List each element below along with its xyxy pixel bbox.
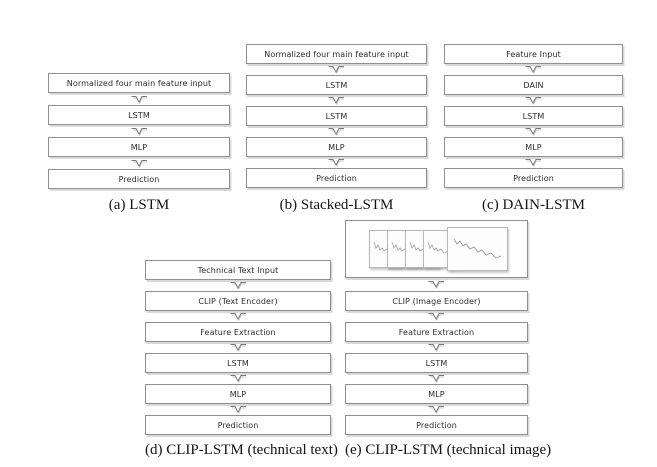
box-label: Feature Extraction	[200, 327, 276, 337]
down-arrow-icon	[48, 157, 230, 169]
down-arrow-icon	[48, 125, 230, 137]
box-a-prediction: Prediction	[48, 169, 230, 189]
down-arrow-icon	[444, 64, 623, 75]
box-label: MLP	[130, 142, 148, 152]
box-c-mlp: MLP	[444, 137, 623, 157]
box-label: Technical Text Input	[197, 265, 279, 275]
box-label: LSTM	[325, 80, 348, 90]
down-arrow-icon	[345, 278, 528, 291]
box-label: LSTM	[227, 358, 249, 368]
down-arrow-icon	[444, 126, 623, 137]
down-arrow-icon	[48, 93, 230, 105]
box-b-prediction: Prediction	[246, 168, 427, 188]
box-label: Normalized four main feature input	[264, 49, 409, 59]
box-label: MLP	[229, 389, 247, 399]
box-c-lstm: LSTM	[444, 106, 623, 126]
box-label: Prediction	[316, 173, 357, 183]
box-label: LSTM	[325, 111, 348, 121]
box-a-mlp: MLP	[48, 137, 230, 157]
box-c-prediction: Prediction	[444, 168, 623, 188]
caption-e: (e) CLIP-LSTM (technical image)	[345, 442, 552, 458]
down-arrow-icon	[345, 373, 528, 384]
chart-thumbnail	[447, 227, 508, 271]
down-arrow-icon	[444, 157, 623, 168]
box-d-mlp: MLP	[145, 384, 331, 404]
box-e-feature-extraction: Feature Extraction	[345, 322, 528, 342]
down-arrow-icon	[145, 404, 331, 415]
caption-a: (a) LSTM	[108, 197, 170, 213]
box-label: LSTM	[522, 111, 545, 121]
down-arrow-icon	[145, 311, 331, 322]
down-arrow-icon	[444, 95, 623, 106]
box-d-text-input: Technical Text Input	[145, 260, 331, 280]
caption-b: (b) Stacked-LSTM	[279, 197, 394, 213]
box-a-lstm: LSTM	[48, 105, 230, 125]
down-arrow-icon	[246, 95, 427, 106]
box-label: CLIP (Text Encoder)	[198, 296, 278, 306]
box-label: MLP	[428, 389, 445, 399]
box-d-clip-text-encoder: CLIP (Text Encoder)	[145, 291, 331, 311]
box-label: Prediction	[513, 173, 554, 183]
box-label: DAIN	[523, 80, 544, 90]
down-arrow-icon	[246, 64, 427, 75]
diagram-c-dain-lstm: Feature Input DAIN LSTM MLP Prediction (…	[444, 44, 623, 214]
down-arrow-icon	[345, 311, 528, 322]
box-d-lstm: LSTM	[145, 353, 331, 373]
box-b-input: Normalized four main feature input	[246, 44, 427, 64]
down-arrow-icon	[345, 404, 528, 415]
down-arrow-icon	[246, 126, 427, 137]
caption-c: (c) DAIN-LSTM	[482, 197, 585, 213]
box-label: Normalized four main feature input	[66, 78, 212, 88]
box-label: Prediction	[416, 420, 457, 430]
box-a-input: Normalized four main feature input	[48, 73, 230, 93]
diagram-b-stacked-lstm: Normalized four main feature input LSTM …	[246, 44, 427, 214]
diagram-a-lstm: Normalized four main feature input LSTM …	[48, 73, 230, 214]
box-e-image-input	[345, 220, 528, 278]
box-label: CLIP (Image Encoder)	[392, 296, 481, 306]
box-label: Prediction	[217, 420, 259, 430]
box-label: LSTM	[128, 110, 150, 120]
box-label: Feature Input	[506, 49, 561, 59]
box-label: LSTM	[425, 358, 448, 368]
box-d-feature-extraction: Feature Extraction	[145, 322, 331, 342]
box-e-lstm: LSTM	[345, 353, 528, 373]
box-e-mlp: MLP	[345, 384, 528, 404]
box-label: MLP	[328, 142, 345, 152]
box-e-prediction: Prediction	[345, 415, 528, 435]
down-arrow-icon	[246, 157, 427, 168]
box-b-lstm-2: LSTM	[246, 106, 427, 126]
box-label: MLP	[525, 142, 542, 152]
down-arrow-icon	[145, 280, 331, 291]
box-label: Feature Extraction	[398, 327, 475, 337]
box-b-mlp: MLP	[246, 137, 427, 157]
box-b-lstm-1: LSTM	[246, 75, 427, 95]
box-label: Prediction	[118, 174, 160, 184]
down-arrow-icon	[345, 342, 528, 353]
diagram-e-clip-lstm-image: CLIP (Image Encoder) Feature Extraction …	[345, 220, 552, 459]
caption-d: (d) CLIP-LSTM (technical text)	[145, 442, 338, 458]
box-d-prediction: Prediction	[145, 415, 331, 435]
down-arrow-icon	[145, 373, 331, 384]
diagram-d-clip-lstm-text: Technical Text Input CLIP (Text Encoder)…	[145, 260, 338, 459]
box-c-dain: DAIN	[444, 75, 623, 95]
box-c-feature-input: Feature Input	[444, 44, 623, 64]
box-e-clip-image-encoder: CLIP (Image Encoder)	[345, 291, 528, 311]
down-arrow-icon	[145, 342, 331, 353]
